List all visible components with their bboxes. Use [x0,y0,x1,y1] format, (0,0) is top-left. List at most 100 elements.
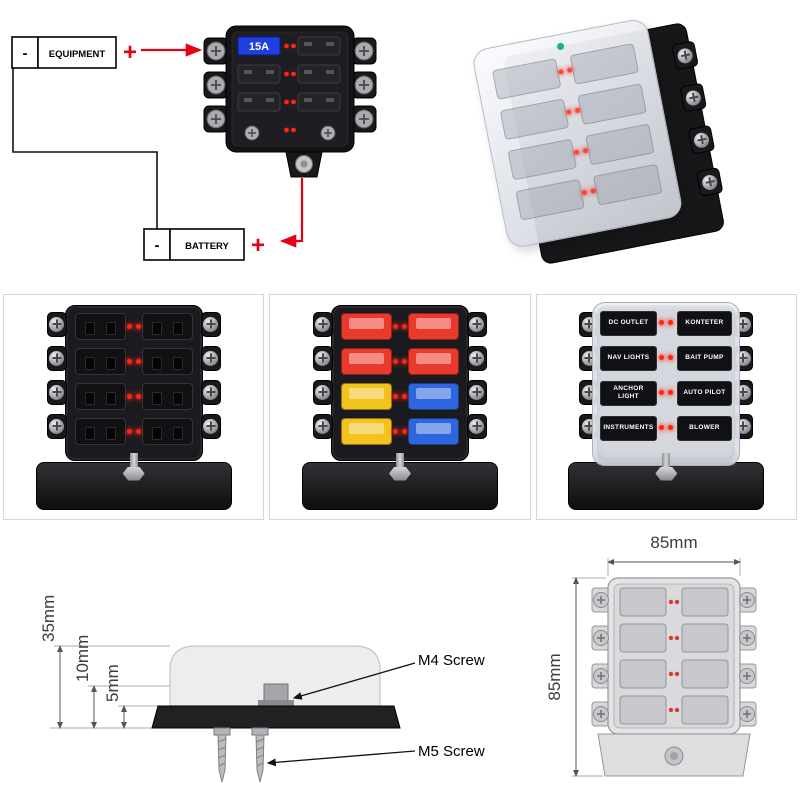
terminal-stud-center [670,752,678,760]
led-indicator-icon [401,393,407,399]
led-column [126,323,141,434]
fuse-slot [592,163,663,206]
blade-fuse [407,347,459,375]
panel-empty-fusebox [3,294,265,520]
battery-minus-box [143,228,171,261]
screw-icon [320,125,336,141]
led-indicator-icon [668,424,674,430]
hex-nut-icon [655,466,678,481]
screw-icon [739,706,755,722]
stud-shaft [662,452,671,471]
screw-icon [676,46,694,65]
led-pair [392,428,407,434]
transparent-cover: DC OUTLET KONTETER NAV LIGHTS BAIT PUMP … [592,301,741,466]
screw-icon [692,130,711,149]
fuse-slot-empty [141,382,193,410]
led-indicator-icon [558,68,564,75]
screw-icon [469,384,485,400]
terminal-tab [200,311,221,337]
screw-icon [739,630,755,646]
led-indicator-icon [135,323,141,329]
led-indicator-icon [401,323,407,329]
blade-fuse [407,312,459,340]
fuse-slots [74,312,193,445]
screw-icon [206,109,226,129]
fuse-window [415,317,451,329]
product-photo-row: DC OUTLET KONTETER NAV LIGHTS BAIT PUMP … [3,294,797,520]
fuse-slot [577,83,647,126]
fusebox-inner-panel [613,583,735,729]
screw-icon [206,41,226,61]
led-pair [126,358,141,364]
fuse-slot-empty [74,312,126,340]
led-indicator-icon [590,187,597,194]
terminal-tab [312,311,333,337]
led-indicator-icon [126,358,132,364]
circuit-label: BAIT PUMP [676,345,733,371]
side-view-drawing [151,645,401,783]
led-indicator-icon [573,149,580,156]
terminal-tab [46,345,67,371]
led-pair [565,107,581,116]
mounting-screw-icon [251,727,269,783]
negative-wire [12,68,158,229]
fuse-slot [499,98,570,141]
screw-icon [49,418,65,434]
terminal-tabs-left [46,311,67,439]
fuse-window [415,422,451,434]
blade-fuse [407,417,459,445]
stud-shaft [129,452,138,471]
stud-shaft [395,452,404,471]
m4-screw-label: M4 Screw [418,652,485,669]
led-indicator-icon [392,428,398,434]
cover-dome [169,645,381,707]
fuse-window [348,387,384,399]
led-pair [392,323,407,329]
terminal-tab [679,82,708,113]
screw-icon [684,88,703,107]
fuse-slot-empty [141,347,193,375]
terminal-tab [46,311,67,337]
terminal-tabs-right [200,311,221,439]
fuse-window [415,352,451,364]
screw-icon [203,350,219,366]
screw-icon [469,418,485,434]
terminal-tab [466,345,487,371]
bracket-foot [258,700,294,706]
circuit-label: AUTO PILOT [676,380,733,406]
terminal-tab [312,345,333,371]
led-indicator-icon [668,354,674,360]
terminal-tab [466,413,487,439]
terminal-tab [466,379,487,405]
led-indicator-icon [392,393,398,399]
m4-leader-line [292,662,416,700]
terminal-tab [695,167,724,197]
led-indicator-icon [566,67,573,74]
power-led-icon [556,42,565,51]
screw-icon [354,41,374,61]
led-pair [659,389,674,395]
circuit-label-stickers: DC OUTLET KONTETER NAV LIGHTS BAIT PUMP … [600,310,733,441]
circuit-label: DC OUTLET [600,310,657,336]
fuse-window [348,352,384,364]
fuse-slot-empty [74,417,126,445]
terminal-stud [388,452,411,493]
screw-icon [739,592,755,608]
fuse-slot-empty [141,312,193,340]
dim-cover-height: 10mm [73,635,92,682]
m5-screw-label: M5 Screw [418,743,485,760]
dimension-lines [57,645,127,729]
led-indicator-icon [135,428,141,434]
screw-icon [354,75,374,95]
led-pair [392,393,407,399]
fuse-slot-empty [74,382,126,410]
terminal-tab [671,40,699,71]
screw-icon [315,350,331,366]
led-column [392,323,407,434]
front-view-drawing [591,577,757,777]
terminal-stud [655,452,678,493]
fusebox-with-fuses [300,304,500,510]
dim-width: 85mm [650,533,697,552]
fuse-window [348,317,384,329]
led-indicator-icon [135,358,141,364]
